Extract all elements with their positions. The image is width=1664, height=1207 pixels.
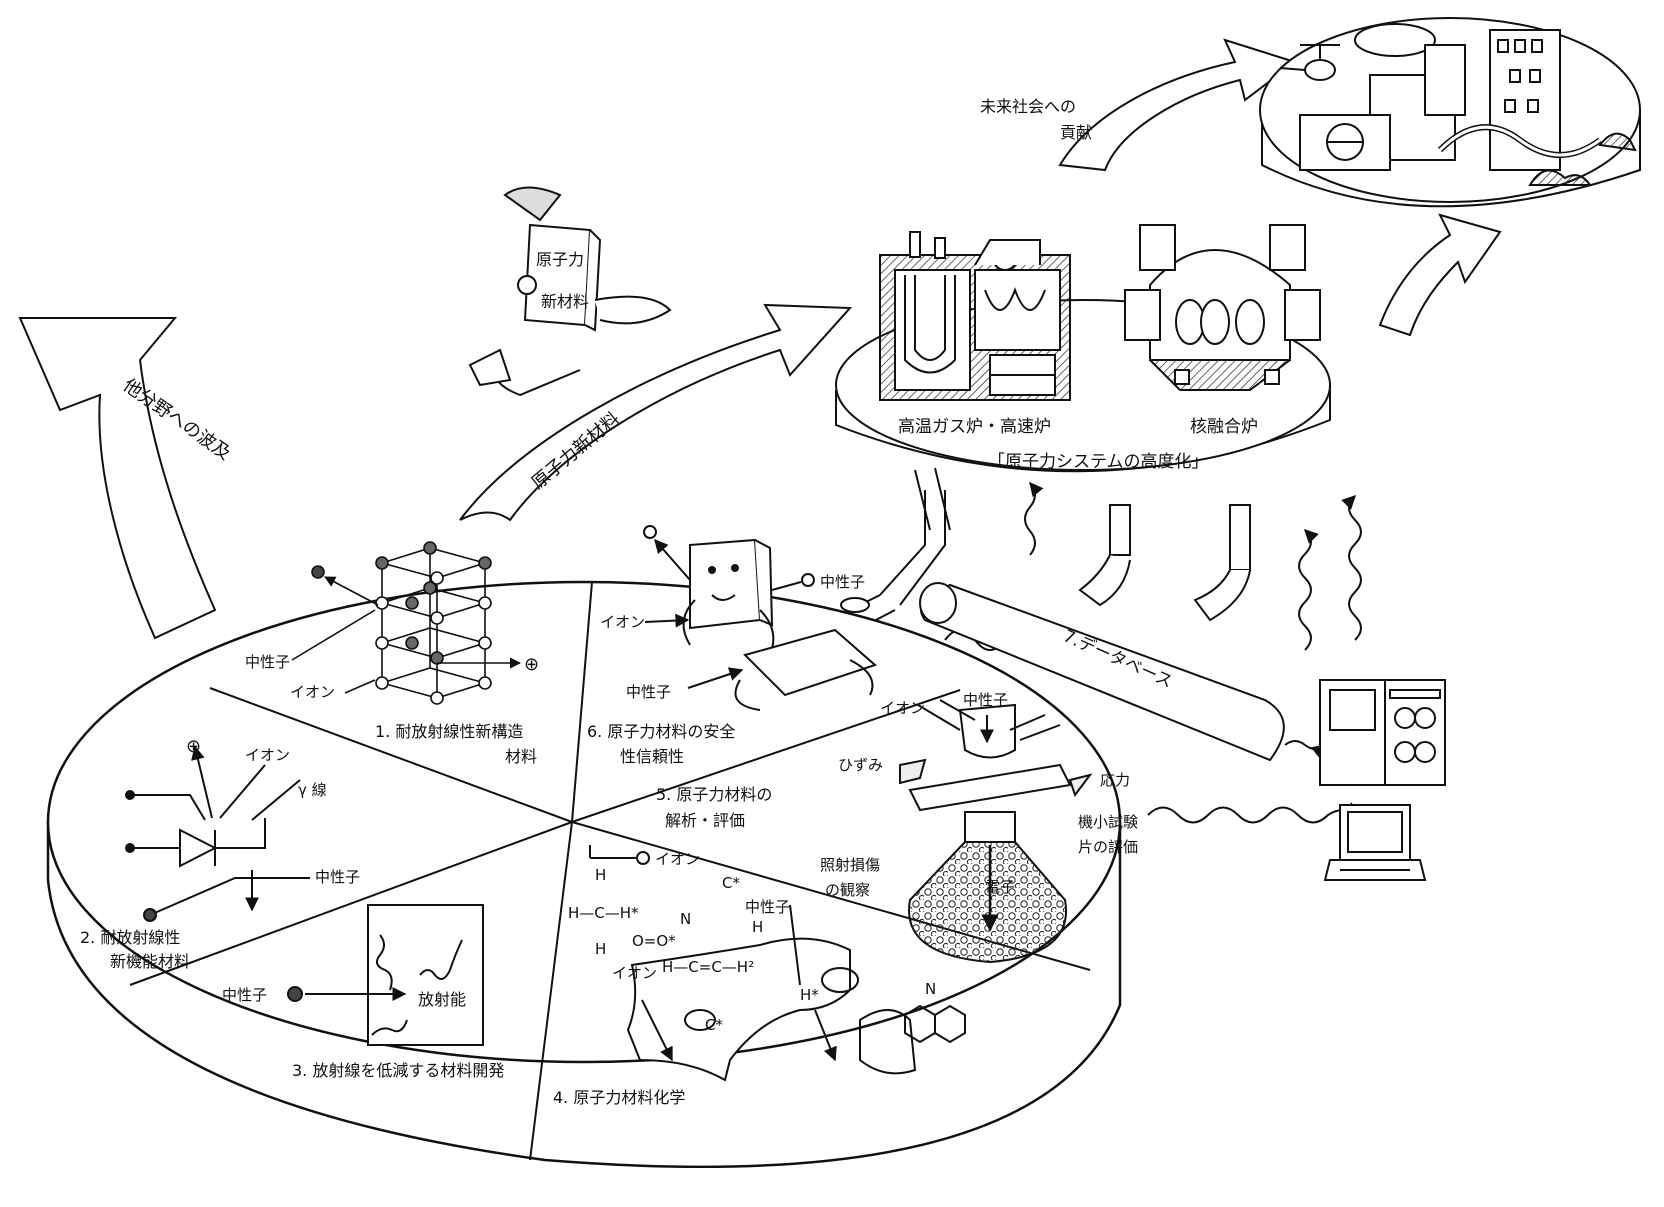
s3-label: 3. 放射線を低減する材料開発 — [292, 1061, 504, 1080]
arrow-new-materials — [460, 305, 850, 520]
computer-cabinet-icon — [1320, 680, 1445, 785]
future-society-label-2: 貢献 — [1060, 123, 1092, 142]
personal-computer-icon — [1325, 805, 1425, 880]
s1-ion: イオン — [290, 683, 335, 701]
s4-chem-oo: O=O* — [632, 932, 676, 950]
s5-small-spec-1: 機小試験 — [1078, 813, 1138, 831]
s1-neutron: 中性子 — [245, 653, 290, 671]
s2-plus: ⊕ — [186, 736, 201, 757]
platform-caption: 「原子力システムの高度化」 — [988, 452, 1209, 472]
s5-neutron: 中性子 — [963, 691, 1008, 709]
fusion-label: 核融合炉 — [1190, 417, 1258, 437]
s4-chem-hcch: H—C=C—H² — [662, 958, 754, 976]
s4-chem-hstar: H* — [800, 986, 819, 1004]
s5-irr-1: 照射損傷 — [820, 856, 880, 874]
mascot-label-2: 新材料 — [541, 292, 589, 311]
s6-neutron: 中性子 — [820, 573, 865, 591]
s4-chem-h2: H — [595, 940, 606, 958]
s4-chem-n: N — [680, 910, 691, 928]
arrow-other-fields — [20, 318, 215, 638]
s5-strain: ひずみ — [838, 756, 883, 774]
s3-radio: 放射能 — [418, 990, 466, 1009]
s5-stress: 応力 — [1100, 771, 1130, 789]
future-society-label-1: 未来社会への — [980, 97, 1076, 116]
s6-label-2: 性信頼性 — [620, 747, 684, 766]
s4-chem-h3: H — [752, 918, 763, 936]
s1-plus: ⊕ — [524, 654, 539, 675]
s2-label-1: 2. 耐放射線性 — [80, 928, 180, 947]
s5-label-2: 解析・評価 — [665, 811, 745, 830]
s2-label-2: 新機能材料 — [110, 952, 190, 971]
s5-label-1: 5. 原子力材料の — [656, 785, 772, 804]
s5-ion: イオン — [880, 699, 925, 717]
htgr-label: 高温ガス炉・高速炉 — [898, 417, 1051, 437]
arrow-platform-to-city — [1380, 215, 1500, 335]
s4-chem-n2: N — [925, 980, 936, 998]
s6-ion: イオン — [600, 613, 645, 631]
s2-ion: イオン — [245, 746, 290, 764]
future-city-platform — [1260, 18, 1640, 206]
s2-gamma: γ 線 — [298, 781, 327, 799]
s6-neutron2: 中性子 — [626, 683, 671, 701]
s2-neutron: 中性子 — [315, 868, 360, 886]
s4-chem-ch: H—C—H* — [568, 904, 639, 922]
s4-chem-c2: C* — [705, 1016, 723, 1034]
s6-label-1: 6. 原子力材料の安全 — [587, 722, 735, 741]
s4-ion-top: イオン — [655, 850, 700, 868]
s1-label-2: 材料 — [505, 747, 537, 766]
mascot-label-1: 原子力 — [536, 250, 584, 269]
s3-neutron: 中性子 — [222, 986, 267, 1004]
s5-small-spec-2: 片の評価 — [1078, 838, 1138, 856]
s4-ion-bottom: イオン — [612, 964, 657, 982]
s4-neutron: 中性子 — [745, 898, 790, 916]
s1-label-1: 1. 耐放射線性新構造 — [375, 722, 523, 741]
s5-electron: 電子 — [985, 878, 1015, 896]
htgr-reactor-drawing — [880, 232, 1070, 400]
s4-chem-h1: H — [595, 866, 606, 884]
s5-irr-2: の観察 — [825, 881, 870, 899]
s4-label: 4. 原子力材料化学 — [553, 1088, 685, 1107]
s4-chem-c: C* — [722, 874, 740, 892]
